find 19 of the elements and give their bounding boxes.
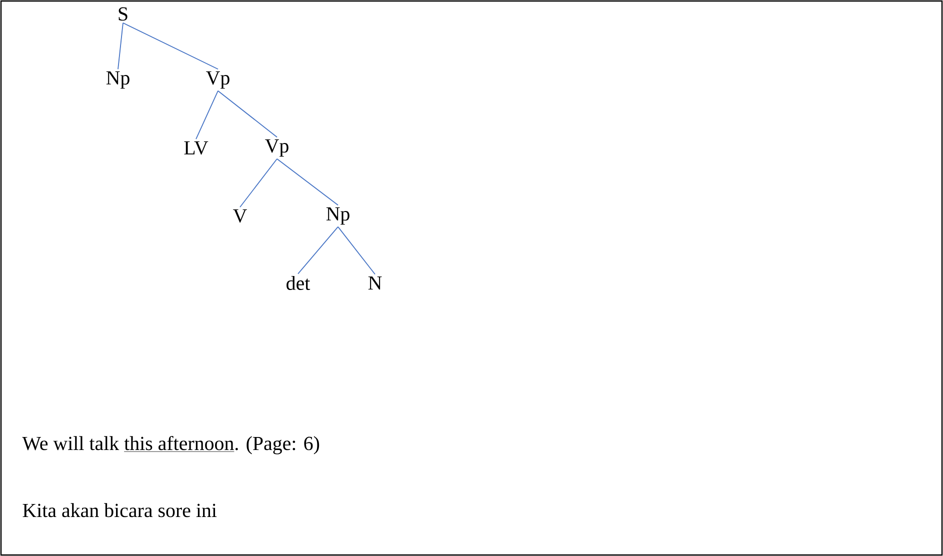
tree-label: LV <box>184 141 208 155</box>
tree-branch <box>240 158 278 208</box>
tree-branch <box>298 226 338 274</box>
sentence: We will talk this afternoon. (Page: 6) <box>22 436 320 454</box>
tree-label: S <box>118 7 128 21</box>
tree-branch <box>118 22 124 70</box>
tree-label: Vp <box>206 71 230 89</box>
tree-branch <box>338 226 376 275</box>
tree-branch <box>196 90 218 140</box>
tree-branch <box>122 22 218 70</box>
tree-label: N <box>368 276 382 290</box>
tree-branch <box>218 90 278 138</box>
tree-label: det <box>286 276 310 290</box>
tree-label: Np <box>106 71 130 89</box>
tree-label: Np <box>326 207 350 225</box>
tree-branch <box>276 158 338 206</box>
translation: Kita akan bicara sore ini <box>22 503 217 518</box>
tree-label: Vp <box>265 139 288 157</box>
tree-label: V <box>233 209 247 223</box>
